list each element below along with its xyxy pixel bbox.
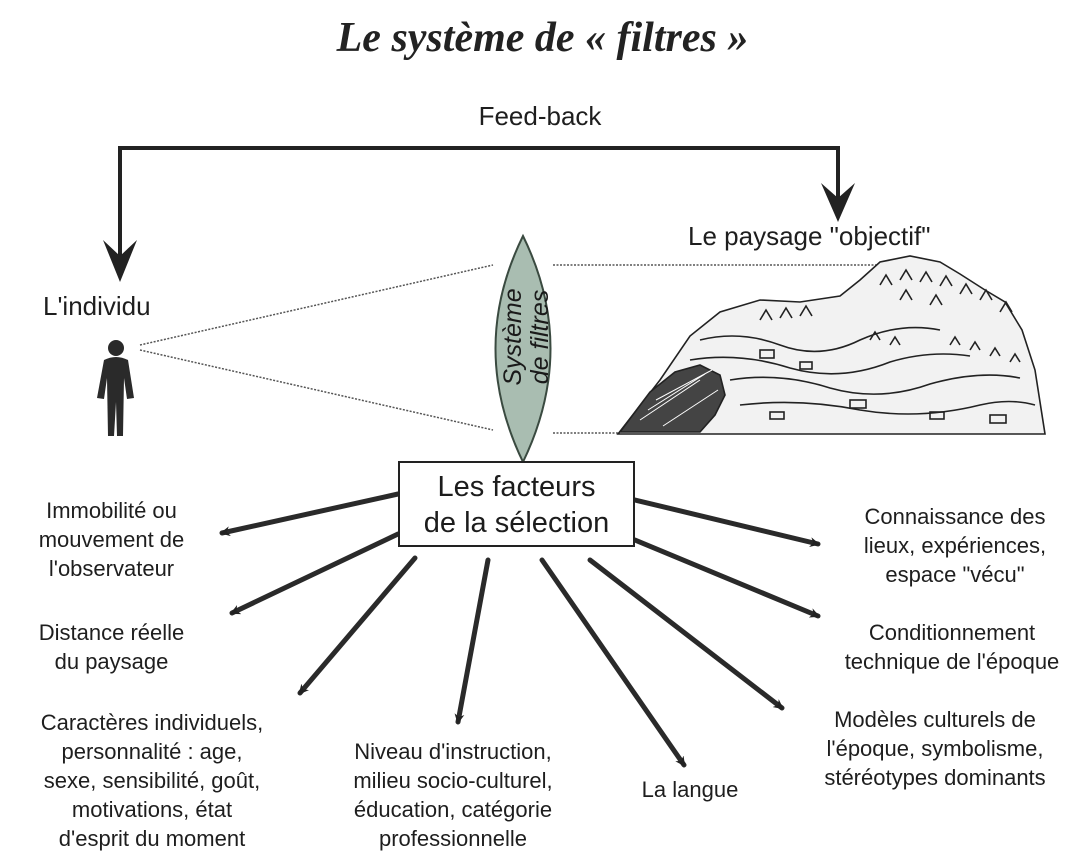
factor-line: La langue <box>641 777 739 802</box>
factor-line: personnalité : age, <box>61 739 243 764</box>
arrow-to-individual-traits <box>297 555 418 696</box>
diagram-title: Le système de « filtres » <box>336 15 749 61</box>
factor-line: motivations, état <box>71 797 233 822</box>
factor-knowledge: Connaissance des lieux, expériences, esp… <box>830 502 1080 589</box>
factor-line: Modèles culturels de <box>834 707 1036 732</box>
factor-cultural-models: Modèles culturels de l'époque, symbolism… <box>790 705 1080 792</box>
factor-individual-traits: Caractères individuels, personnalité : a… <box>2 708 302 853</box>
factor-line: lieux, expériences, <box>863 533 1047 558</box>
arrow-to-technical <box>632 537 821 619</box>
sight-line-upper <box>139 264 494 346</box>
factor-line: Immobilité ou <box>46 498 177 523</box>
factor-line: milieu socio-culturel, <box>353 768 553 793</box>
selection-factors-box: Les facteurs de la sélection <box>398 461 635 547</box>
factor-line: espace "vécu" <box>885 562 1025 587</box>
factor-line: éducation, catégorie <box>353 797 553 822</box>
factor-line: technique de l'époque <box>844 649 1060 674</box>
factor-line: d'esprit du moment <box>58 826 246 851</box>
arrow-to-education <box>454 557 491 725</box>
factor-education: Niveau d'instruction, milieu socio-cultu… <box>318 737 588 853</box>
arrow-to-language <box>539 557 687 768</box>
sight-line-lower <box>139 349 494 431</box>
factor-line: l'époque, symbolisme, <box>826 736 1044 761</box>
factor-line: l'observateur <box>48 556 175 581</box>
feedback-loop-line <box>118 146 840 260</box>
feedback-arrowhead-right <box>821 183 855 222</box>
arrow-to-cultural-models <box>587 557 785 711</box>
factor-arrows <box>219 491 821 768</box>
factor-line: stéréotypes dominants <box>824 765 1046 790</box>
factor-line: Niveau d'instruction, <box>354 739 552 764</box>
landscape-label: Le paysage "objectif" <box>688 221 931 251</box>
factor-line: sexe, sensibilité, goût, <box>43 768 261 793</box>
individual-label: L'individu <box>43 291 151 321</box>
factor-mobility: Immobilité ou mouvement de l'observateur <box>4 496 219 583</box>
factor-language: La langue <box>610 775 770 804</box>
factor-technical: Conditionnement technique de l'époque <box>822 618 1082 676</box>
factor-line: mouvement de <box>38 527 185 552</box>
selection-factors-line2: de la sélection <box>423 507 610 539</box>
filter-lens-line2: de filtres <box>526 289 554 385</box>
arrow-to-distance <box>229 531 401 616</box>
selection-factors-line1: Les facteurs <box>437 471 596 503</box>
filter-lens-line1: Système <box>499 288 527 386</box>
factor-line: Caractères individuels, <box>40 710 264 735</box>
arrow-to-mobility <box>219 491 401 537</box>
factor-line: Conditionnement <box>868 620 1036 645</box>
feedback-arrowhead-left <box>103 240 137 282</box>
factor-line: Connaissance des <box>864 504 1046 529</box>
arrow-to-knowledge <box>632 497 821 547</box>
factor-line: du paysage <box>54 649 169 674</box>
factor-distance: Distance réelle du paysage <box>4 618 219 676</box>
factor-line: Distance réelle <box>38 620 185 645</box>
feedback-label: Feed-back <box>478 101 602 131</box>
landscape-illustration <box>616 255 1046 435</box>
factor-line: professionnelle <box>379 826 527 851</box>
person-icon <box>97 340 134 436</box>
filter-lens-label: Système de filtres <box>499 262 554 412</box>
